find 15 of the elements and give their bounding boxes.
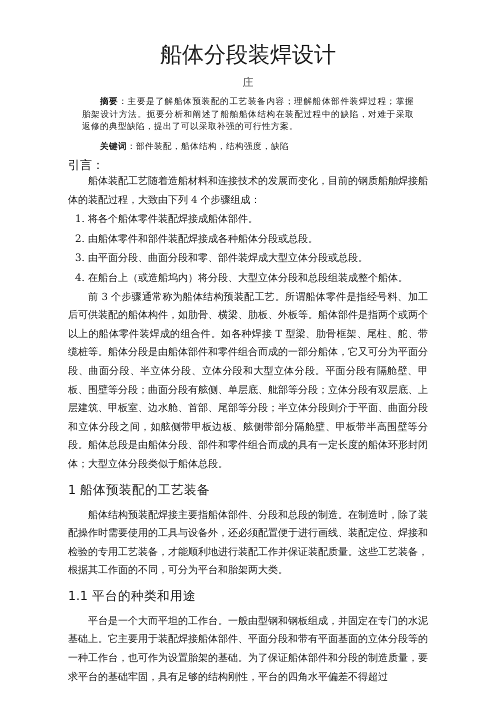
body-paragraph: 前 3 个步骤通常称为船体结构预装配工艺。所谓船体零件是指经号料、加工后可供装配的船体构件，如肋骨、横梁、肋板、外板等。船体部件是指两个或两个以上的船体零件装焊成的组合件。如各种焊接 T 型梁、肋骨框架、尾柱、舵、带缆桩等。船体分段是由船体部件和零件组合而成的一部分船体，它又可分为平面分段、曲面分段、半立体分段、立体分段和大型立体分段。平面分段有隔舱壁、甲板、围壁等分段；曲面分段有舷侧、单层底、舭部等分段；立体分段有双层底、上层建筑、甲板室、边水舱、首部、尾部等分段；半立体分段则介于平面、曲面分段和立体分段之间，如舷侧带甲板边板、舷侧带部分隔舱壁、甲板带半高围壁等分段。船体总段是由船体分段、部件和零件组合而成的具有一定长度的船体环形封闭体；大型立体分段类似于船体总段。	[68, 290, 428, 472]
list-item: 2. 由船体零件和部件装配焊接成各种船体分段或总段。	[74, 232, 319, 247]
abstract-text: 摘要：主要是了解船体预装配的工艺装备内容；理解船体部件装焊过程；掌握胎架设计方法。扼要分析和阐述了船舶船体结构在装配过程中的缺陷，对难于采取返修的典型缺陷，提出了可以采取补强的可行性方案。	[82, 96, 414, 134]
section-heading: 1 船体预装配的工艺装备	[68, 480, 211, 498]
body-paragraph: 船体装配工艺随着造船材料和连接技术的发展而变化，目前的钢质船舶焊接船体的装配过程，大致由下列 4 个步骤组成：	[68, 174, 428, 208]
list-item: 1. 将各个船体零件装配焊接成船体部件。	[74, 212, 259, 228]
keywords-text: 关键词：部件装配，船体结构，结构强度，缺陷	[99, 140, 290, 153]
author-name: 庄	[242, 76, 254, 90]
body-paragraph: 平台是一个大而平坦的工作台。一般由型钢和钢板组成，并固定在专门的水泥基础上。它主要用于装配焊接船体部件、平面分段和带有平面基面的立体分段等的一种工作台，也可作为设置胎架的基础。为了保证船体部件和分段的制造质量，要求平台的基础牢固，具有足够的结构刚性，平台的四角水平偏差不得超过	[68, 614, 428, 685]
body-paragraph: 船体结构预装配焊接主要指船体部件、分段和总段的制造。在制造时，除了装配操作时需要使用的工具与设备外，还必须配置便于进行画线、装配定位、焊接和检验的专用工艺装备，才能顺利地进行装配工作并保证装配质量。这些工艺装备，根据其工作面的不同，可分为平台和胎架两大类。	[68, 508, 428, 578]
subsection-heading: 1.1 平台的种类和用途	[68, 586, 197, 605]
list-item: 4. 在船台上（或造船坞内）将分段、大型立体分段和总段组装成整个船体。	[74, 272, 409, 286]
list-item: 3. 由平面分段、曲面分段和零、部件装焊成大型立体分段或总段。	[74, 252, 369, 266]
document-title: 船体分段装焊设计	[159, 42, 337, 70]
section-heading: 引言：	[68, 157, 105, 173]
